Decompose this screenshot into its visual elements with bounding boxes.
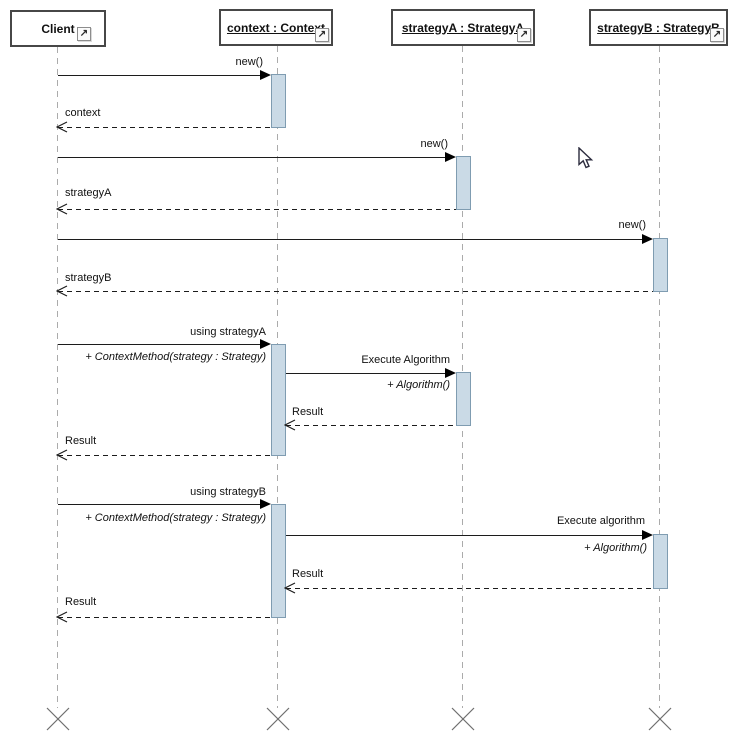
- message-line-result-b-outer[interactable]: [58, 617, 271, 618]
- hyperlink-icon[interactable]: ↗: [77, 27, 91, 41]
- message-operation-context-method-b[interactable]: + ContextMethod(strategy : Strategy): [85, 512, 266, 524]
- mouse-cursor-icon: [578, 147, 594, 169]
- message-label-new-strategy-b[interactable]: new(): [618, 219, 646, 231]
- open-arrowhead-icon: [56, 449, 68, 461]
- lifeline-label-strategy-b: strategyB : StrategyB: [597, 20, 720, 35]
- destroy-x-icon: [451, 707, 475, 731]
- message-line-execute-algorithm-a[interactable]: [286, 373, 445, 374]
- lifeline-label-context: context : Context: [226, 20, 325, 35]
- message-line-execute-algorithm-b[interactable]: [286, 535, 642, 536]
- message-label-result-a-inner[interactable]: Result: [292, 406, 324, 418]
- arrowhead-icon: [260, 339, 271, 349]
- activation-strategy-a-new[interactable]: [456, 156, 471, 210]
- message-operation-algorithm-a[interactable]: + Algorithm(): [387, 379, 450, 391]
- message-label-ret-strategy-a[interactable]: strategyA: [65, 187, 112, 199]
- destroy-x-icon: [46, 707, 70, 731]
- message-label-new-strategy-a[interactable]: new(): [420, 138, 448, 150]
- arrowhead-icon: [260, 499, 271, 509]
- arrowhead-icon: [642, 234, 653, 244]
- destroy-x-icon: [648, 707, 672, 731]
- activation-context-new[interactable]: [271, 74, 286, 128]
- open-arrowhead-icon: [284, 582, 296, 594]
- message-line-result-b-inner[interactable]: [286, 588, 653, 589]
- message-label-result-b-inner[interactable]: Result: [292, 568, 324, 580]
- lifeline-strategy-b: [659, 46, 660, 708]
- message-label-ret-context[interactable]: context: [65, 107, 101, 119]
- arrowhead-icon: [445, 368, 456, 378]
- open-arrowhead-icon: [284, 419, 296, 431]
- message-line-ret-context[interactable]: [58, 127, 271, 128]
- message-label-using-strategy-b[interactable]: using strategyB: [190, 486, 266, 498]
- lifeline-client: [57, 47, 58, 708]
- message-line-using-strategy-a[interactable]: [58, 344, 260, 345]
- destroy-x-icon: [266, 707, 290, 731]
- message-label-result-b-outer[interactable]: Result: [65, 596, 97, 608]
- hyperlink-icon[interactable]: ↗: [710, 28, 724, 42]
- message-label-execute-algorithm-b[interactable]: Execute algorithm: [556, 515, 645, 527]
- message-line-new-strategy-a[interactable]: [58, 157, 445, 158]
- arrowhead-icon: [642, 530, 653, 540]
- hyperlink-icon[interactable]: ↗: [315, 28, 329, 42]
- open-arrowhead-icon: [56, 203, 68, 215]
- message-line-ret-strategy-a[interactable]: [58, 209, 456, 210]
- lifeline-head-context[interactable]: context : Context ↗: [219, 9, 333, 46]
- open-arrowhead-icon: [56, 611, 68, 623]
- message-label-new-context[interactable]: new(): [235, 56, 263, 68]
- lifeline-head-strategy-b[interactable]: strategyB : StrategyB ↗: [589, 9, 728, 46]
- activation-strategy-b-exec[interactable]: [653, 534, 668, 589]
- message-operation-algorithm-b[interactable]: + Algorithm(): [584, 542, 647, 554]
- message-line-result-a-outer[interactable]: [58, 455, 271, 456]
- message-label-execute-algorithm-a[interactable]: Execute Algorithm: [361, 354, 450, 366]
- activation-strategy-b-new[interactable]: [653, 238, 668, 292]
- message-label-result-a-outer[interactable]: Result: [65, 435, 97, 447]
- message-line-using-strategy-b[interactable]: [58, 504, 260, 505]
- lifeline-label-strategy-a: strategyA : StrategyA: [401, 20, 525, 35]
- message-line-result-a-inner[interactable]: [286, 425, 456, 426]
- activation-context-call-b[interactable]: [271, 504, 286, 618]
- arrowhead-icon: [445, 152, 456, 162]
- message-label-using-strategy-a[interactable]: using strategyA: [190, 326, 266, 338]
- lifeline-head-strategy-a[interactable]: strategyA : StrategyA ↗: [391, 9, 535, 46]
- message-line-ret-strategy-b[interactable]: [58, 291, 653, 292]
- lifeline-label-client: Client: [41, 21, 75, 36]
- lifeline-head-client[interactable]: Client ↗: [10, 10, 106, 47]
- message-line-new-strategy-b[interactable]: [58, 239, 642, 240]
- message-line-new-context[interactable]: [58, 75, 260, 76]
- arrowhead-icon: [260, 70, 271, 80]
- open-arrowhead-icon: [56, 121, 68, 133]
- activation-context-call-a[interactable]: [271, 344, 286, 456]
- message-label-ret-strategy-b[interactable]: strategyB: [65, 272, 112, 284]
- hyperlink-icon[interactable]: ↗: [517, 28, 531, 42]
- activation-strategy-a-exec[interactable]: [456, 372, 471, 426]
- open-arrowhead-icon: [56, 285, 68, 297]
- message-operation-context-method-a[interactable]: + ContextMethod(strategy : Strategy): [85, 351, 266, 363]
